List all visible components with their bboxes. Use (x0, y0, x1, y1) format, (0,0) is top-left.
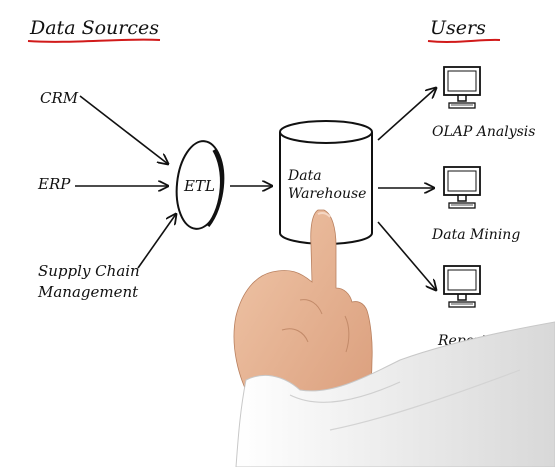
source-erp-label: ERP (37, 175, 71, 193)
arrow-warehouse-to-reporting (377, 221, 436, 290)
source-supply-chain-label: Supply Chain (38, 262, 140, 280)
warehouse-cylinder-top (279, 120, 373, 144)
heading-data-sources: Data Sources (29, 17, 159, 39)
computer-icon (443, 265, 481, 308)
heading-sources-underline (27, 38, 161, 43)
etl-label: ETL (183, 177, 215, 195)
arrow-warehouse-to-olap (377, 88, 436, 141)
warehouse-label-line2: Warehouse (288, 186, 366, 202)
shirt-sleeve (235, 321, 555, 467)
computer-icon (443, 66, 481, 109)
arrow-supply-to-etl (137, 214, 176, 269)
source-management-label: Management (37, 283, 139, 301)
computer-icon (443, 166, 481, 209)
user-mining-label: Data Mining (431, 227, 520, 243)
arrow-crm-to-etl (79, 95, 168, 164)
etl-ellipse-shadow (206, 149, 224, 228)
warehouse-label-line1: Data (287, 168, 322, 184)
user-olap-label: OLAP Analysis (432, 124, 535, 140)
heading-users-underline (427, 38, 501, 43)
heading-users: Users (430, 17, 486, 39)
source-crm-label: CRM (40, 89, 79, 107)
